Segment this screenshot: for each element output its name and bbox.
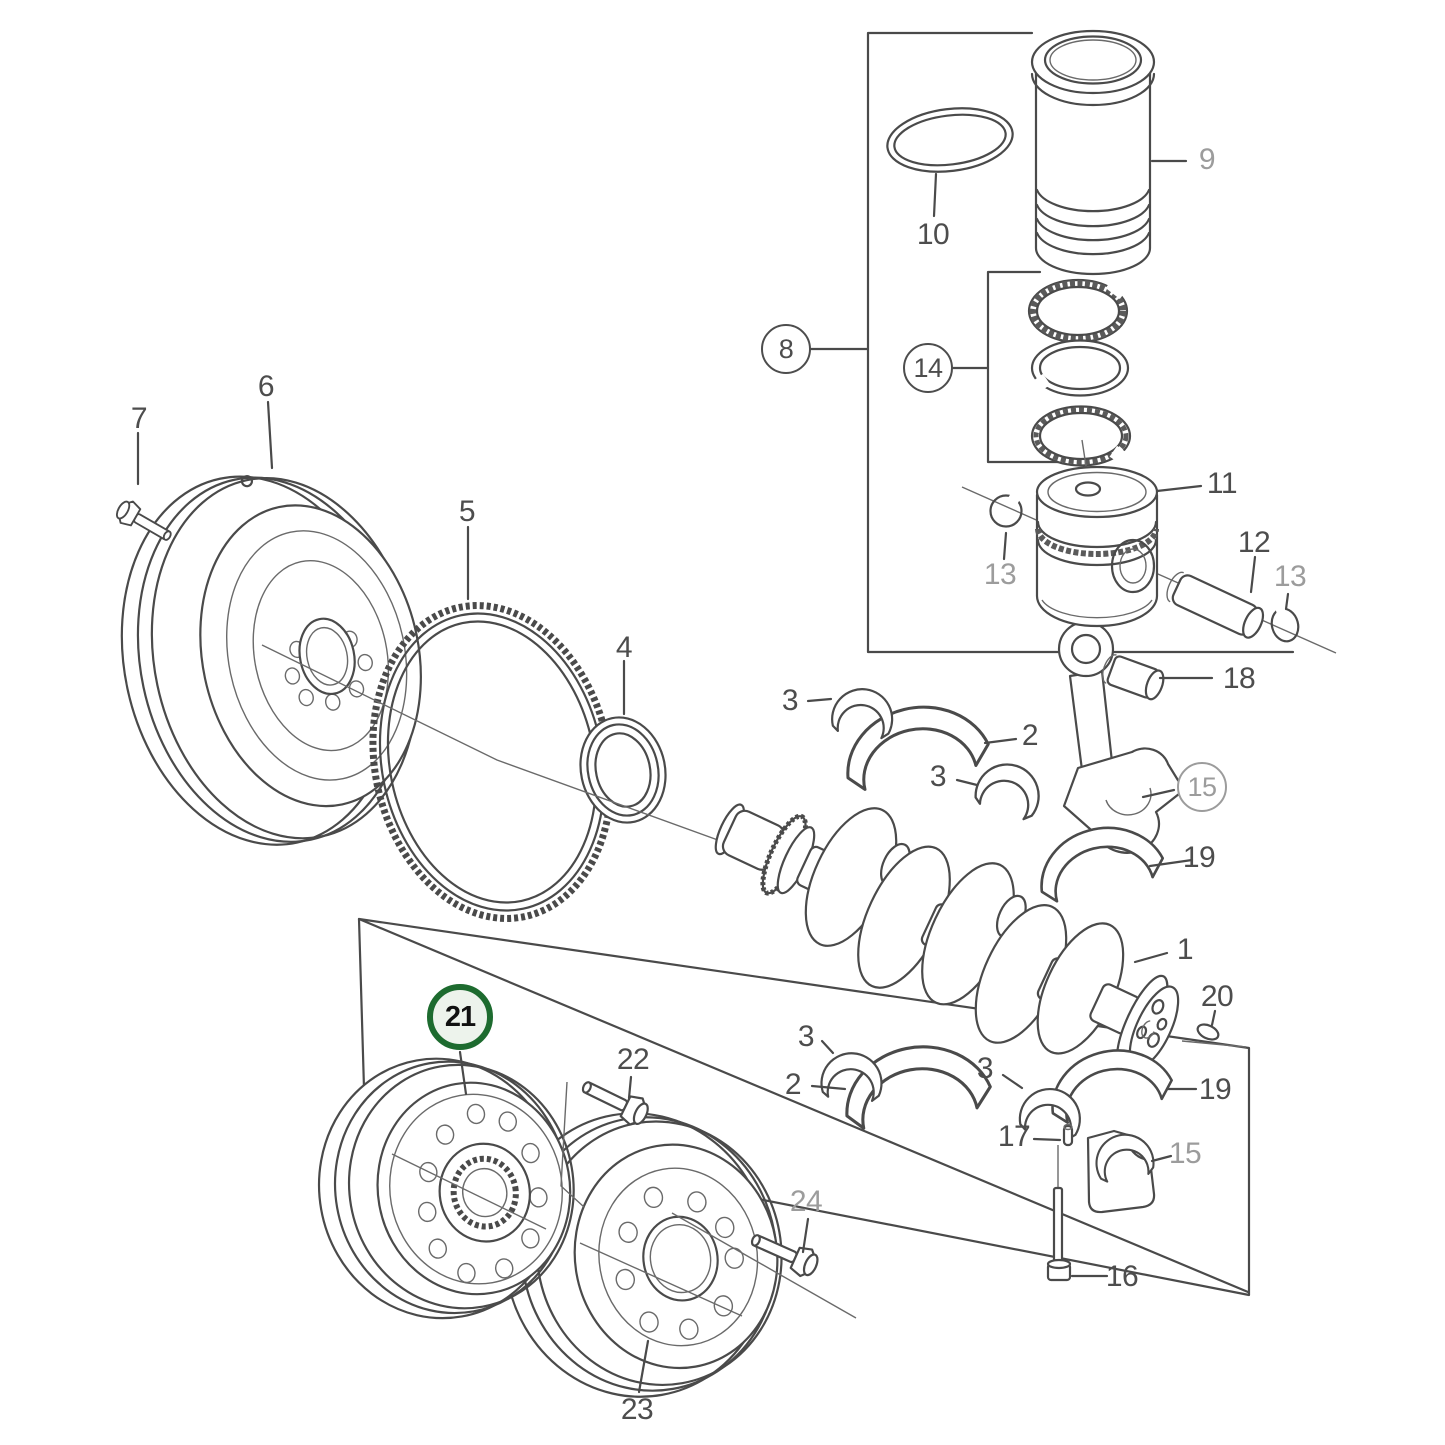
callout-5: 5 xyxy=(458,495,476,528)
part-cylinder-liner xyxy=(1030,29,1156,276)
axis-line-pulley23 xyxy=(579,1242,743,1317)
part-front-seal xyxy=(579,716,667,824)
part-rear-dowel xyxy=(1196,1023,1220,1041)
part-crank-pulley-highlighted xyxy=(317,1057,575,1320)
callout-14-circled: 14 xyxy=(903,343,953,393)
callout-20: 20 xyxy=(1200,980,1234,1013)
callout-10: 10 xyxy=(916,218,950,251)
part-cap-bolt xyxy=(1046,1186,1072,1282)
axis-line-rear xyxy=(1181,1040,1247,1048)
callout-4: 4 xyxy=(615,631,633,664)
callout-19-upper: 19 xyxy=(1182,841,1216,874)
callout-leader-lines xyxy=(136,159,1290,1394)
callout-9: 9 xyxy=(1198,143,1216,176)
axis-line-bolt24 xyxy=(671,1212,857,1319)
callout-6: 6 xyxy=(257,370,275,403)
part-wrist-pin xyxy=(1166,571,1265,639)
callout-13-right: 13 xyxy=(1273,560,1307,593)
callout-3-a: 3 xyxy=(781,684,799,717)
callout-3-d: 3 xyxy=(976,1052,994,1085)
part-crankshaft xyxy=(714,803,1180,1069)
callout-2-lower: 2 xyxy=(784,1068,802,1101)
part-damper-pulley xyxy=(503,1112,783,1398)
axis-line-pulley21 xyxy=(391,1153,547,1230)
part-piston-rings xyxy=(1027,277,1132,467)
callout-21-highlighted: 21 xyxy=(427,984,493,1050)
callout-12: 12 xyxy=(1237,526,1271,559)
callout-17: 17 xyxy=(997,1120,1031,1153)
callout-8-circled: 8 xyxy=(761,324,811,374)
part-piston xyxy=(1035,465,1159,628)
callout-19-lower: 19 xyxy=(1198,1073,1232,1106)
callout-2-upper: 2 xyxy=(1021,719,1039,752)
callout-11: 11 xyxy=(1206,467,1238,500)
part-flywheel xyxy=(120,475,422,846)
callout-16: 16 xyxy=(1105,1260,1139,1293)
part-bearing-cap xyxy=(1086,1129,1157,1214)
callout-1: 1 xyxy=(1176,933,1194,966)
callout-13-left: 13 xyxy=(983,558,1017,591)
group-14-bracket xyxy=(986,270,1060,464)
part-dowel-pin xyxy=(1062,1123,1074,1147)
part-connecting-rod xyxy=(1057,620,1186,854)
callout-15-circled: 15 xyxy=(1177,762,1227,812)
callout-18: 18 xyxy=(1222,662,1256,695)
part-rod-bushing xyxy=(1102,654,1165,701)
callout-23: 23 xyxy=(620,1393,654,1426)
axis-line-front xyxy=(261,644,763,857)
part-liner-o-ring xyxy=(886,107,1014,173)
group-21-boundary-box xyxy=(357,917,1251,1297)
callout-22: 22 xyxy=(616,1043,650,1076)
callout-15-lower: 15 xyxy=(1168,1137,1202,1170)
part-snap-ring-right xyxy=(1270,602,1300,643)
part-snap-ring-left xyxy=(989,490,1023,528)
leader-bolt22-path xyxy=(560,1081,585,1208)
callout-7: 7 xyxy=(130,402,148,435)
callout-3-c: 3 xyxy=(797,1020,815,1053)
callout-24: 24 xyxy=(789,1185,823,1218)
callout-3-b: 3 xyxy=(929,760,947,793)
